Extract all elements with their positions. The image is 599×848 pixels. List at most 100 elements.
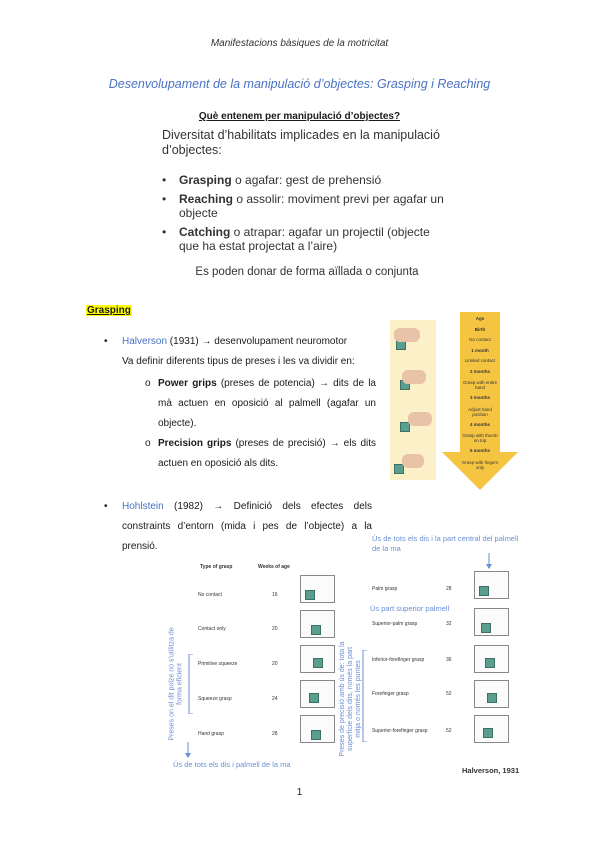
bracket-icon (188, 654, 193, 714)
grasp-illustration (474, 715, 509, 743)
annotation-left-vertical: Preses on el dit polze no s’utilitza de … (168, 627, 184, 741)
arrow-chart (442, 312, 518, 490)
slide-intro: Diversitat d’habilitats implicades en la… (162, 128, 440, 157)
cube-icon (309, 693, 319, 703)
hand-icon (408, 412, 432, 426)
slide-question: Què entenem per manipulació d’objectes? (198, 111, 401, 122)
grasp-type: Palm grasp (372, 586, 398, 592)
grasp-weeks: 20 (272, 626, 278, 632)
bullet-term: Grasping (179, 173, 232, 187)
annotation-bottom-left: Ús de tots els dis i palmell de la ma (173, 760, 291, 769)
grasp-illustration (300, 575, 335, 603)
paren: (preses de precisió) (231, 438, 330, 449)
age-label: Adjust hand position (468, 406, 492, 417)
cube-icon (305, 590, 315, 600)
vertical-annotation-wrap: Preses on el dit polze no s’utilitza de … (168, 620, 184, 745)
slide-footer: Es poden donar de forma aïllada o conjun… (195, 266, 419, 278)
arrow-icon: → (329, 438, 340, 449)
cube-icon (485, 658, 495, 668)
age-label: Grasp with fingers only (461, 459, 499, 470)
grasp-illustration (300, 715, 335, 743)
age-labels: Age Birth No contact 1 month Limited con… (460, 314, 500, 473)
grasp-weeks: 20 (272, 661, 278, 667)
sub-bullet-precision-grips: Precision grips (preses de precisió) → e… (158, 434, 376, 474)
grasp-type: Primitive squeeze (198, 661, 238, 667)
grasp-weeks: 32 (446, 621, 452, 627)
term: Power grips (158, 378, 217, 389)
age-label: 3 months (469, 395, 490, 400)
grasp-weeks: 24 (272, 696, 278, 702)
grasp-weeks: 28 (446, 586, 452, 592)
arrow-icon: → (201, 336, 212, 347)
grasp-type: Superior-forefinger grasp (372, 728, 428, 734)
grasp-illustration (474, 571, 509, 599)
bullet-text-line2: Va definir diferents tipus de preses i l… (122, 356, 355, 367)
slide-bullet: •Reaching o assolir: moviment previ per … (162, 192, 444, 220)
grasp-illustration (474, 680, 509, 708)
grasp-weeks: 36 (446, 657, 452, 663)
arrow-down-icon (486, 553, 492, 569)
arrow-icon: → (318, 378, 329, 389)
annotation-top-right: Ús de tots els dis i la part central del… (372, 534, 519, 553)
hand-icon (402, 454, 424, 468)
age-label: Birth (474, 326, 486, 332)
bullet-halverson: Halverson (1931) → desenvolupament neuro… (122, 332, 377, 372)
slide-bullet: •Grasping o agafar: gest de prehensió (162, 173, 382, 187)
grasp-type: Superior-palm grasp (372, 621, 418, 627)
cube-icon (313, 658, 323, 668)
grasp-type: Contact only (198, 626, 226, 632)
term: Precision grips (158, 438, 232, 449)
age-label: Age (475, 316, 485, 321)
grasp-type: Squeeze grasp (198, 696, 232, 702)
table-header: Weeks of age (258, 564, 290, 570)
cube-icon (487, 693, 497, 703)
bullet-term: Reaching (179, 192, 234, 206)
cube-icon (483, 728, 493, 738)
author-name: Hohlstein (122, 501, 164, 512)
bullet-term: Catching (179, 225, 231, 239)
page-number: 1 (296, 787, 303, 798)
arrow-down-icon (185, 742, 191, 758)
text: dits de la mà actuen en oposició al palm… (158, 378, 376, 429)
bullet-text: o assolir: moviment previ per agafar un … (179, 192, 444, 220)
cube-icon (311, 625, 321, 635)
age-label: Grasp with entire hand (462, 380, 497, 390)
sub-bullet-power-grips: Power grips (preses de potencia) → dits … (158, 374, 376, 434)
cube-icon (479, 586, 489, 596)
age-label: Grasp with thumb on top (462, 433, 498, 443)
cube-icon (311, 730, 321, 740)
bullet-text: (1982) → Definició dels efectes dels con… (122, 501, 372, 552)
paren: (preses de potencia) (216, 378, 319, 389)
sub-bullet-marker: o (145, 378, 151, 389)
age-label: No contact (469, 337, 491, 342)
grasp-weeks: 28 (272, 731, 278, 737)
grasp-weeks: 52 (446, 691, 452, 697)
year: (1931) (167, 336, 202, 347)
table-header: Type of grasp (200, 564, 233, 570)
bullet-text: desenvolupament neuromotor (211, 336, 348, 347)
document-title: Desenvolupament de la manipulació d’obje… (108, 77, 491, 91)
section-heading: Grasping (86, 305, 132, 316)
bracket-icon (362, 650, 367, 742)
bullet-marker: • (104, 336, 108, 347)
annotation-mid-right: Ús part superior palmell (370, 604, 450, 613)
age-label: 1 month (471, 347, 489, 353)
author-name: Halverson (122, 336, 168, 347)
bullet-text: o atrapar: agafar un projectil (objecte … (179, 225, 430, 253)
grasp-illustration (300, 610, 335, 638)
vertical-annotation-wrap: Preses de precisió amb ús de: tota la su… (338, 640, 364, 760)
grasp-illustration (300, 645, 335, 673)
grasp-type: No contact (198, 592, 222, 598)
bullet-text: o agafar: gest de prehensió (231, 173, 382, 187)
bullet-marker: • (104, 501, 108, 512)
age-label: 4 months (469, 421, 490, 427)
text: els dits actuen en oposició als dits. (158, 438, 377, 469)
grasp-illustration (300, 680, 335, 708)
age-label: Limited contact (464, 358, 496, 363)
annotation-mid-vertical: Preses de precisió amb ús de: tota la su… (339, 641, 362, 757)
slide-bullet: •Catching o atrapar: agafar un projectil… (162, 225, 430, 253)
hand-icon (402, 370, 426, 384)
age-chart-figure: Age Birth No contact 1 month Limited con… (390, 312, 520, 492)
bullet-hohlstein: Hohlstein (1982) → Definició dels efecte… (122, 497, 372, 557)
cube-icon (394, 464, 404, 474)
